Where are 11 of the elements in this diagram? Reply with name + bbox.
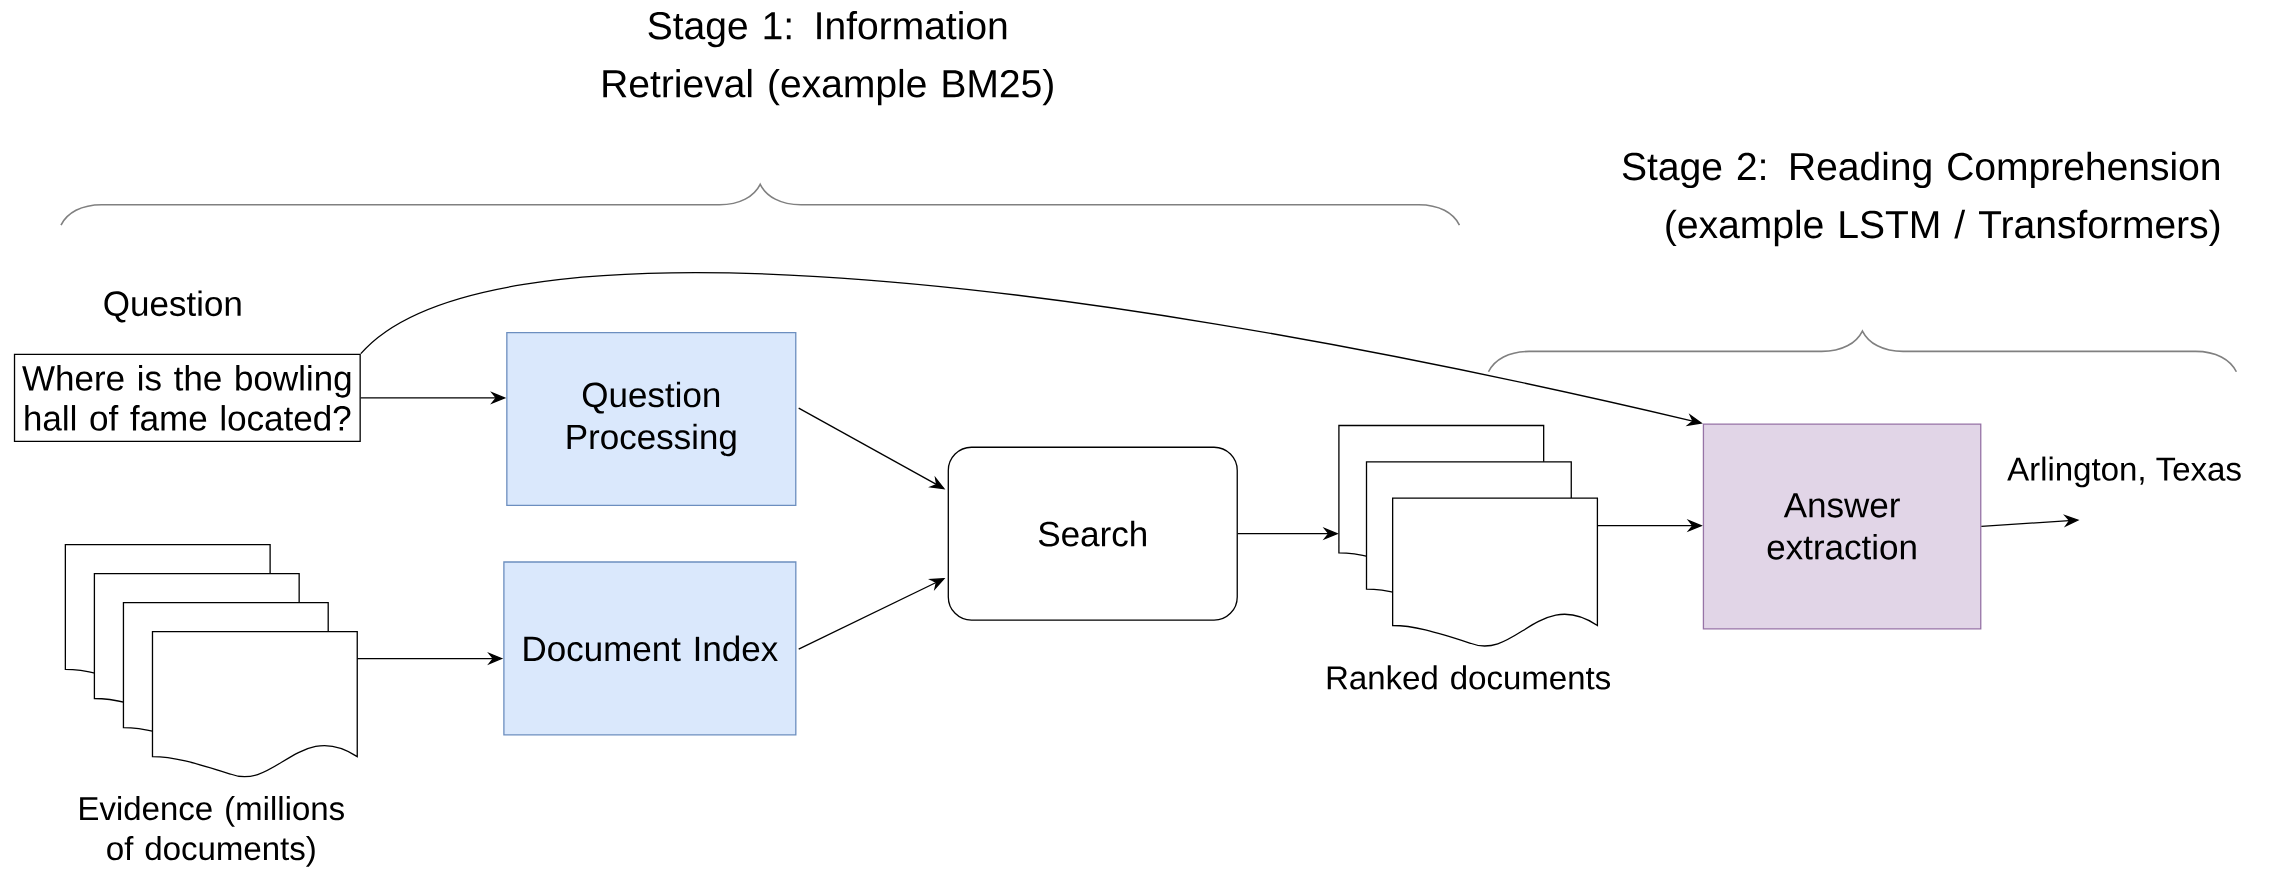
text-box: Where is the bowling hall of fame located? xyxy=(13,353,361,443)
process-box: Question Processing xyxy=(506,332,797,507)
stage-title: Stage 2: Reading Comprehension (example LSTM / Transformers) xyxy=(1622,151,2220,247)
stage-title: Stage 1: Information Retrieval (example BM25) xyxy=(603,11,1053,106)
process-box: Answer extraction xyxy=(1702,423,1982,630)
process-box: Document Index xyxy=(503,561,797,736)
edge-label: Arlington, Texas xyxy=(2007,456,2241,488)
document-caption: Evidence (millions of documents) xyxy=(80,796,344,867)
box-heading: Question xyxy=(104,290,241,323)
process-box: Search xyxy=(947,446,1238,621)
document-caption: Ranked documents xyxy=(1327,665,1610,690)
